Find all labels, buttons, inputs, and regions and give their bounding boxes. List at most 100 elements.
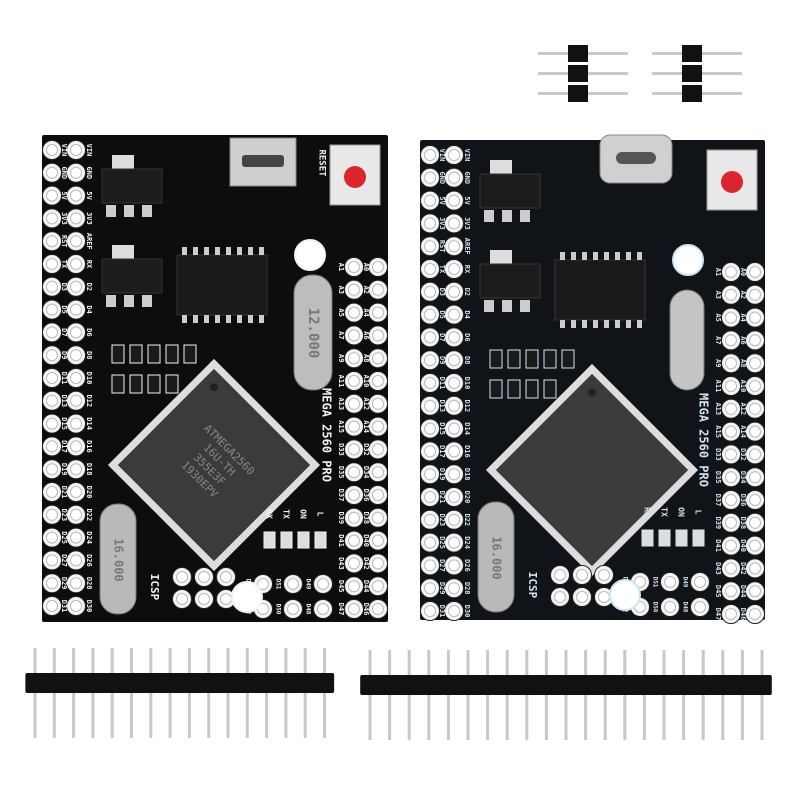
model-label: MEGA 2560 PRO: [697, 393, 711, 487]
pin-label: A1: [714, 268, 722, 276]
pin-hole-center: [725, 448, 737, 461]
pin-hole-center: [372, 466, 384, 479]
pin-label: D36: [739, 494, 747, 507]
bottom-pin-label: D48: [305, 604, 312, 615]
pin-label: D13: [438, 399, 446, 412]
pin-label: RST: [438, 240, 446, 253]
pin-hole-center: [176, 593, 188, 605]
pin-label: D21: [60, 486, 68, 499]
pin-hole-center: [372, 375, 384, 387]
pin-label: 5V: [60, 191, 68, 200]
pin-label: A8: [739, 359, 747, 367]
pin-hole-center: [348, 397, 360, 410]
smd-component: [489, 349, 503, 369]
pin-hole-center: [424, 513, 436, 526]
pin-label: 5V: [85, 191, 93, 200]
pin-label: D15: [438, 422, 446, 435]
pin-label: D20: [85, 486, 93, 499]
pin-hole-center: [448, 536, 460, 549]
pin-hole-center: [46, 144, 58, 156]
pin-label: GND: [60, 166, 68, 179]
chip-pin: [182, 247, 187, 255]
led-label: L: [694, 510, 703, 515]
smd-component: [507, 379, 521, 399]
pin-hole-center: [372, 580, 384, 593]
smd-component: [111, 374, 125, 394]
chip-pin: [626, 320, 631, 328]
crystal-16mhz: [99, 503, 137, 615]
pin-hole-center: [70, 235, 82, 248]
pin-hole-center: [448, 377, 460, 389]
pin-label: VIN: [463, 149, 471, 162]
pin-hole-center: [70, 189, 82, 202]
pin-label: A6: [739, 336, 747, 344]
pin-hole-center: [448, 559, 460, 572]
pin-hole-center: [46, 258, 58, 270]
pin-label: D33: [714, 448, 722, 461]
chip-pin: [248, 247, 253, 255]
chip-pin: [226, 315, 231, 323]
pin-label: A8: [362, 354, 370, 362]
pin-hole-center: [424, 171, 436, 184]
pin-hole-center: [348, 352, 360, 365]
header-plastic-body: [25, 673, 335, 693]
pin-label: D6: [85, 328, 93, 336]
pin-hole-center: [424, 422, 436, 435]
pin-hole-center: [424, 194, 436, 207]
pin-hole-center: [448, 468, 460, 481]
pin-hole-center: [598, 591, 610, 603]
pin-hole-center: [287, 578, 299, 590]
pin-label: D29: [60, 577, 68, 590]
chip-pin: [560, 252, 565, 260]
pin-hole-center: [424, 468, 436, 481]
pin-hole-center: [598, 569, 610, 581]
chip-pin: [204, 315, 209, 323]
regulator-tab: [112, 155, 134, 169]
pin-label: D4: [85, 305, 93, 313]
pin-label: A0: [362, 263, 370, 271]
status-led: [280, 531, 293, 549]
chip-pin: [215, 315, 220, 323]
pin-hole-center: [448, 194, 460, 207]
pin-hole-center: [725, 471, 737, 484]
voltage-regulator: [479, 263, 541, 299]
pin-label: D18: [463, 468, 471, 481]
pin-hole-center: [448, 491, 460, 503]
pin-label: D35: [337, 466, 345, 479]
pin-hole-center: [424, 605, 436, 617]
pin-label: D13: [60, 394, 68, 407]
pin-hole-center: [70, 440, 82, 453]
pin-label: D8: [463, 356, 471, 364]
pin-hole-center: [424, 354, 436, 367]
pin-hole-center: [70, 531, 82, 544]
pin-hole-center: [348, 283, 360, 296]
smd-component: [147, 344, 161, 364]
chip-pin: [193, 315, 198, 323]
pin-hole-center: [725, 516, 737, 529]
pin-label: A3: [714, 291, 722, 299]
led-label: TX: [282, 509, 291, 519]
pin-hole-center: [46, 212, 58, 225]
pin-hole-center: [46, 280, 58, 293]
pin-label: A10: [362, 375, 370, 388]
pin-hole-center: [46, 349, 58, 362]
pin-label: D37: [714, 494, 722, 507]
pin-label: A12: [739, 402, 747, 415]
chip-pin: [637, 252, 642, 260]
crystal-12mhz: [293, 274, 333, 391]
pin-hole-center: [725, 288, 737, 301]
pin-label: D25: [60, 531, 68, 544]
pin-label: RX: [463, 265, 471, 274]
pin-label: D12: [85, 394, 93, 407]
pin-label: D39: [337, 511, 345, 524]
pin-label: D22: [85, 508, 93, 521]
pin-label: VIN: [60, 144, 68, 157]
pin-hole-center: [725, 608, 737, 620]
pin-label: D16: [85, 440, 93, 453]
pin-label: A12: [362, 397, 370, 410]
pin-hole-center: [348, 306, 360, 319]
pin-label: D3: [60, 283, 68, 291]
pin-hole-center: [424, 399, 436, 412]
pin-hole-center: [70, 212, 82, 225]
